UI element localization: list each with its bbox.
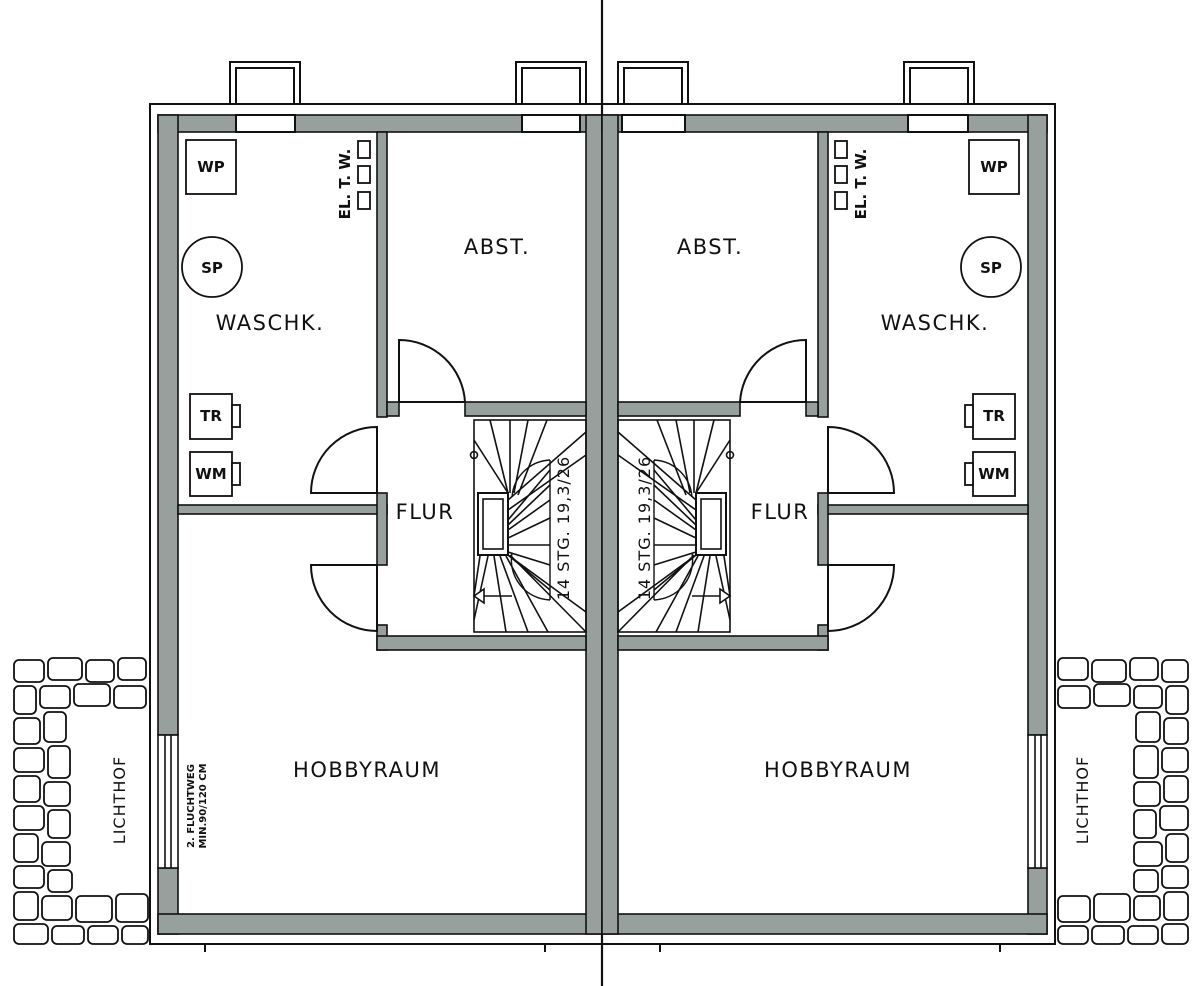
fixture-label-wm: WM [978,465,1009,483]
lichthof-label: LICHTHOF [1073,756,1092,844]
fixture-label-sp: SP [980,259,1002,277]
meter-t [357,165,371,184]
fixture-label-sp: SP [201,259,223,277]
room-label-abst: ABST. [464,235,530,259]
meter-label: EL. T. W. [852,149,870,220]
lichthof-stones-right [1057,657,1189,945]
escape-route-label-line2: MIN.90/120 CM [198,763,209,848]
meter-w [357,191,371,210]
fixture-label-tr: TR [983,407,1005,425]
dryer-box [189,393,233,440]
room-label-hobbyraum: HOBBYRAUM [764,758,912,782]
fixture-label-wp: WP [980,158,1008,176]
room-label-waschk: WASCHK. [881,311,990,335]
room-label-abst: ABST. [677,235,743,259]
fixture-label-tr: TR [200,407,222,425]
stair-right [617,419,735,633]
lichthof-stones-left [13,657,149,945]
walls [157,114,1048,935]
meter-w [834,191,848,210]
room-label-flur: FLUR [751,500,810,524]
storage-tank-circle [960,236,1022,298]
storage-tank-circle [181,236,243,298]
heat-pump-box [968,139,1020,195]
stair-label: 14 STG. 19,3/26 [554,456,573,600]
lichthof-label: LICHTHOF [110,756,129,844]
fixtures-right [834,139,1022,497]
labels-left: ABST. WASCHK. FLUR HOBBYRAUM LICHTHOF WP… [110,149,573,849]
side-windows [157,734,1048,869]
stair-left [469,419,587,633]
window-wells [229,61,975,133]
meter-el [357,140,371,159]
doors [309,338,896,633]
meter-el [834,140,848,159]
washer-box [189,451,233,497]
escape-route-label-line1: 2. FLUCHTWEG [186,764,197,848]
room-label-waschk: WASCHK. [216,311,325,335]
room-label-flur: FLUR [396,500,455,524]
fixtures-left [181,139,371,497]
stair-label: 14 STG. 19,3/26 [635,456,654,600]
fixture-label-wp: WP [197,158,225,176]
meter-label: EL. T. W. [336,149,354,220]
fixture-label-wm: WM [195,465,226,483]
washer-box [972,451,1016,497]
heat-pump-box [185,139,237,195]
room-label-hobbyraum: HOBBYRAUM [293,758,441,782]
meter-t [834,165,848,184]
labels-right: ABST. WASCHK. FLUR HOBBYRAUM LICHTHOF WP… [635,149,1092,845]
